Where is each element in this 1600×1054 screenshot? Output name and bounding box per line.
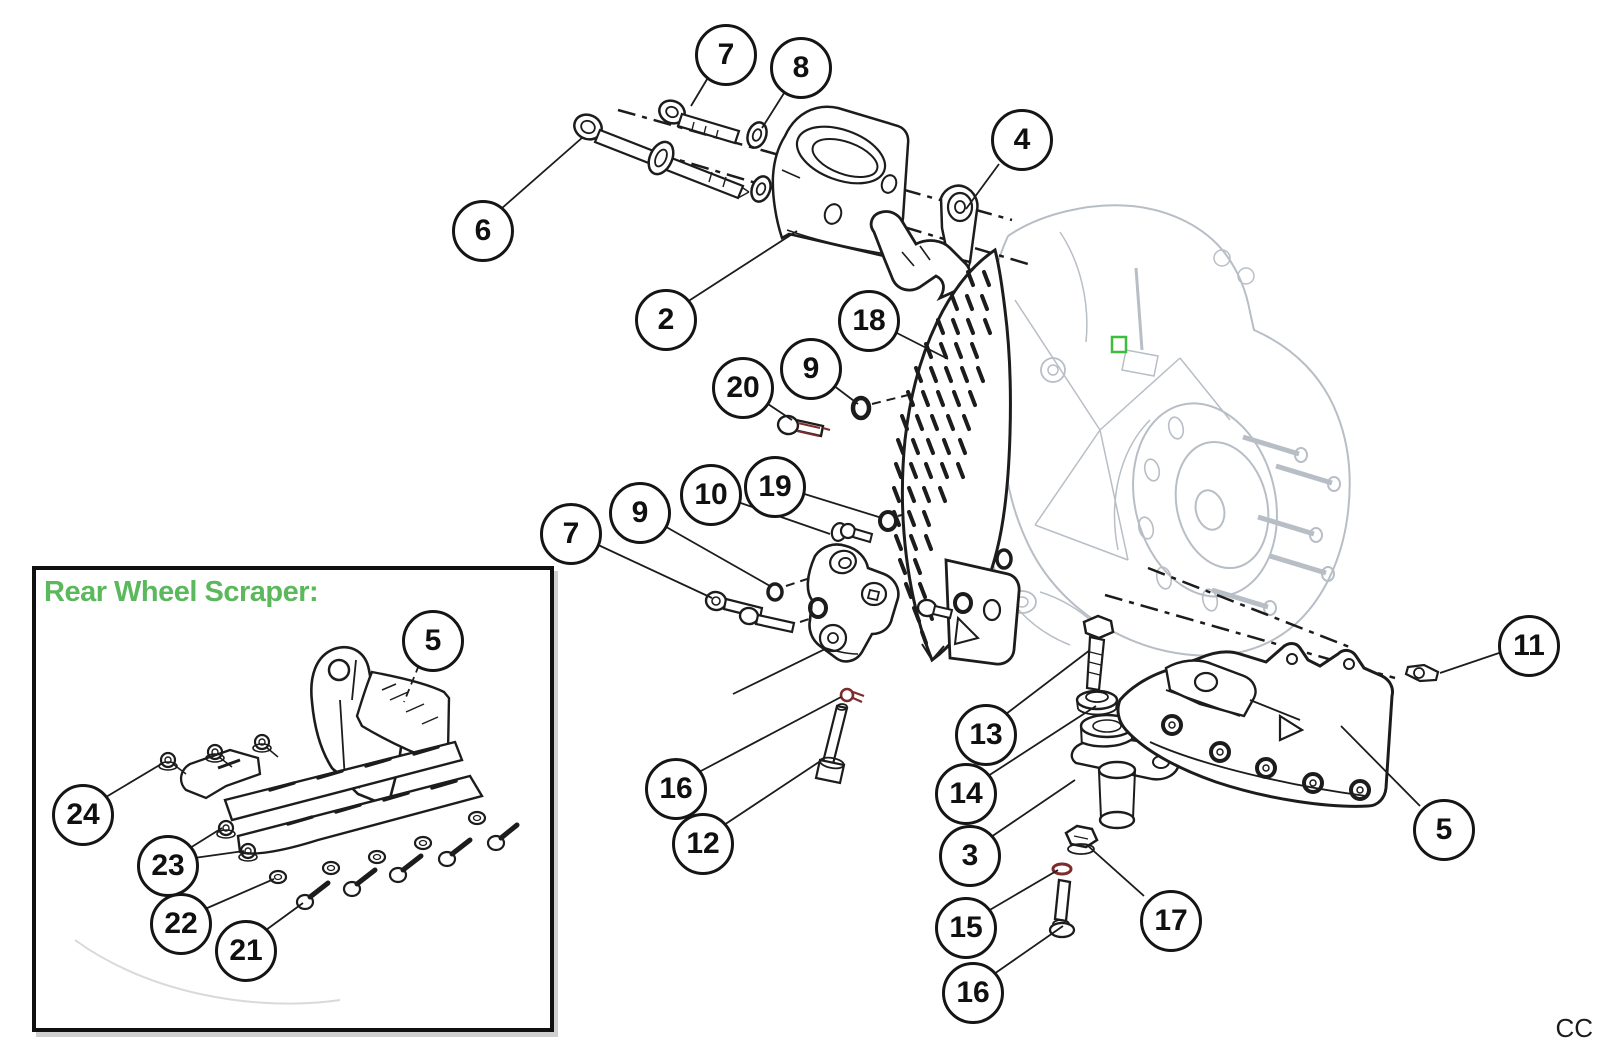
scraper-blade-strip bbox=[236, 774, 484, 855]
inset-flange-nuts bbox=[158, 733, 272, 862]
inset-scraper-assembly bbox=[74, 646, 520, 1005]
callout-9-left: 9 bbox=[609, 482, 671, 544]
guide-bracket-body bbox=[806, 543, 900, 663]
disc-guard-part-18 bbox=[892, 247, 1021, 666]
o-ring-part-9-left bbox=[766, 582, 784, 602]
callout-10: 10 bbox=[680, 464, 742, 526]
callout-23: 23 bbox=[137, 835, 199, 897]
bolt-part-13 bbox=[1082, 614, 1115, 692]
hub-bolt-holes bbox=[1137, 416, 1219, 612]
callout-15: 15 bbox=[935, 897, 997, 959]
callout-7-top: 7 bbox=[695, 24, 757, 86]
leader-lines bbox=[105, 75, 1500, 975]
inset-bolts bbox=[295, 822, 520, 911]
callout-18: 18 bbox=[838, 290, 900, 352]
scraper-finger-plate bbox=[179, 748, 262, 800]
callout-22: 22 bbox=[150, 893, 212, 955]
inset-washers bbox=[268, 810, 487, 885]
mount-stack bbox=[1048, 614, 1181, 939]
inset-title: Rear Wheel Scraper: bbox=[44, 576, 319, 608]
callout-4: 4 bbox=[991, 109, 1053, 171]
watermark-cc: CC bbox=[1555, 1013, 1593, 1043]
callout-16-left: 16 bbox=[645, 758, 707, 820]
callout-24: 24 bbox=[52, 784, 114, 846]
inset-box-rear-wheel-scraper: Rear Wheel Scraper: bbox=[32, 566, 554, 1032]
o-ring-part-9-upper bbox=[850, 395, 872, 421]
callout-13: 13 bbox=[955, 704, 1017, 766]
bolt-part-6 bbox=[573, 113, 750, 200]
plate-nuts bbox=[1161, 714, 1371, 801]
green-highlight-marker bbox=[1110, 335, 1128, 354]
callout-14: 14 bbox=[935, 763, 997, 825]
bolt-part-11 bbox=[1404, 663, 1440, 683]
guard-bracket-tab bbox=[944, 558, 1021, 666]
callout-11: 11 bbox=[1498, 615, 1560, 677]
callout-3: 3 bbox=[939, 825, 1001, 887]
callout-19: 19 bbox=[744, 456, 806, 518]
washers-part-8 bbox=[746, 121, 772, 203]
bolt-part-16-bottom bbox=[1048, 878, 1076, 939]
bolt-part-10 bbox=[830, 522, 874, 544]
guard-bolt-part-20 bbox=[776, 395, 872, 438]
washer-on-bolt-6 bbox=[647, 140, 675, 176]
callout-9-upper: 9 bbox=[780, 338, 842, 400]
bolt-right bbox=[916, 598, 954, 620]
dipstick bbox=[1121, 267, 1159, 377]
callout-6: 6 bbox=[452, 200, 514, 262]
callout-21: 21 bbox=[215, 920, 277, 982]
o-ring-lower bbox=[808, 597, 828, 619]
gearbox-housing-faint bbox=[982, 204, 1351, 657]
nut-part-17 bbox=[1064, 824, 1099, 855]
skid-plate-part-5 bbox=[1116, 642, 1440, 808]
latch-bracket-part-4 bbox=[869, 184, 979, 302]
leader-5-inset-dashed bbox=[403, 664, 420, 703]
callout-16-bottom: 16 bbox=[942, 962, 1004, 1024]
o-ring-right bbox=[953, 592, 973, 614]
washer-part-15 bbox=[1051, 862, 1073, 876]
wheel-studs bbox=[1211, 434, 1341, 616]
guide-bracket-cluster bbox=[704, 510, 973, 695]
top-bolts-and-washers bbox=[573, 99, 772, 203]
cup-washer-part-14 bbox=[1075, 689, 1119, 716]
bolt-part-7 bbox=[658, 99, 741, 145]
callout-2: 2 bbox=[635, 289, 697, 351]
o-ring-at-housing bbox=[995, 548, 1013, 570]
cotter-pin-part-16 bbox=[839, 687, 865, 704]
callout-17: 17 bbox=[1140, 890, 1202, 952]
bolt-lower-second bbox=[738, 606, 796, 634]
callout-12: 12 bbox=[672, 813, 734, 875]
callout-5-inset: 5 bbox=[402, 610, 464, 672]
clevis-pin-part-12 bbox=[814, 687, 865, 785]
callout-20: 20 bbox=[712, 357, 774, 419]
callout-8: 8 bbox=[770, 37, 832, 99]
o-ring-part-19 bbox=[878, 510, 898, 532]
callout-7-left: 7 bbox=[540, 503, 602, 565]
callout-5-right: 5 bbox=[1413, 799, 1475, 861]
